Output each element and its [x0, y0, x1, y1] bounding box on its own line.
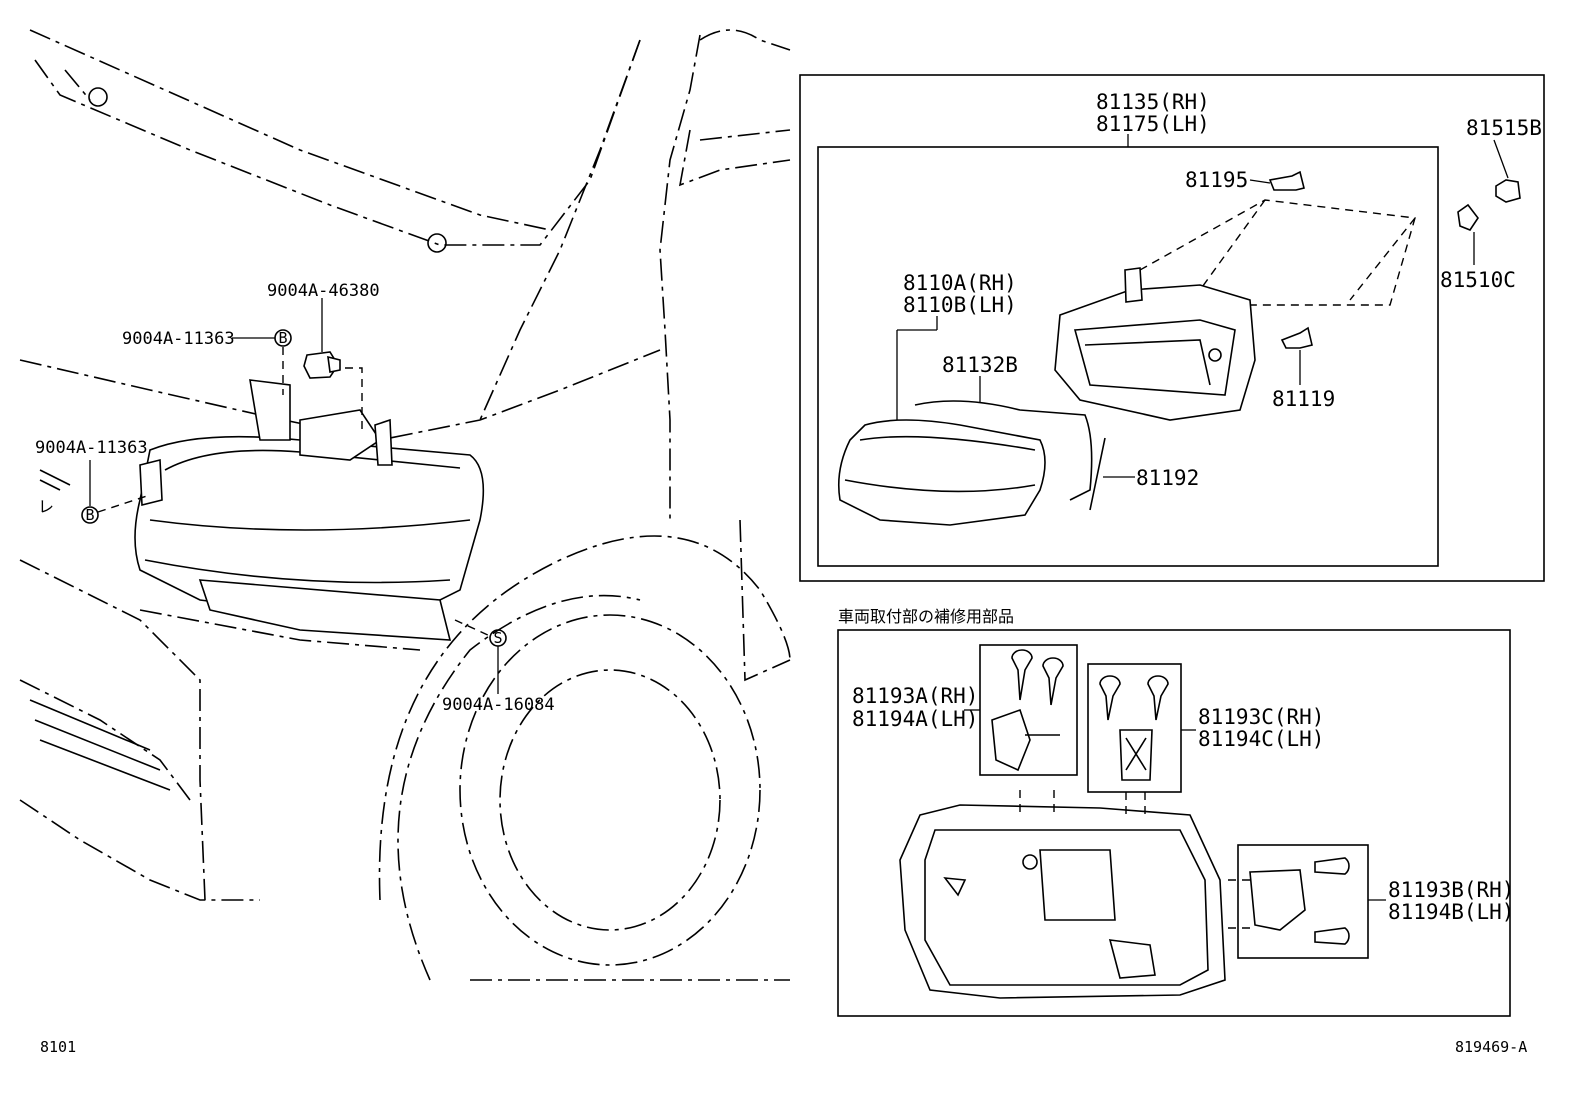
repair-group-c-box: [1087, 663, 1182, 793]
label-repair-b-rh: 81193B(RH): [1388, 878, 1514, 902]
label-bolt-16084: 9004A-16084: [442, 695, 555, 715]
exploded-view-frame: [799, 74, 1545, 582]
svg-text:レ: レ: [38, 497, 54, 516]
label-repair-c-lh: 81194C(LH): [1198, 727, 1324, 751]
label-screw-11363-top: 9004A-11363: [122, 329, 235, 349]
clip-46380: [303, 298, 363, 430]
label-clip-46380: 9004A-46380: [267, 281, 380, 301]
socket-81515b-icon: [1495, 179, 1521, 203]
marker-b-left: B: [85, 506, 94, 524]
marker-b-left-icon: [81, 506, 99, 524]
label-socket-81515b: 81515B: [1466, 116, 1542, 140]
label-bulb-81510c: 81510C: [1440, 268, 1516, 292]
page-code: 8101: [40, 1038, 76, 1056]
vehicle-body-outline: レ: [19, 29, 791, 981]
label-repair-a-rh: 81193A(RH): [852, 684, 978, 708]
repair-group-a-parts: [991, 649, 1064, 772]
repair-parts-title: 車両取付部の補修用部品: [838, 607, 1014, 626]
label-repair-a-lh: 81194A(LH): [852, 707, 978, 731]
label-screw-81195: 81195: [1185, 168, 1248, 192]
label-screw-81119: 81119: [1272, 387, 1335, 411]
housing-rear-view: [899, 804, 1226, 999]
marker-b-top-icon: [274, 329, 292, 347]
marker-s: S: [493, 629, 502, 647]
label-gasket-81132b: 81132B: [942, 353, 1018, 377]
label-screw-11363-left: 9004A-11363: [35, 438, 148, 458]
diagram-id: 819469-A: [1455, 1038, 1527, 1056]
label-repair-b-lh: 81194B(LH): [1388, 900, 1514, 924]
headlamp-assembly-installed: [134, 379, 485, 641]
repair-group-b-box: [1237, 844, 1369, 959]
bulb-81510c-icon: [1457, 203, 1479, 231]
gasket-81132b-icon: [914, 400, 1093, 501]
label-assy-lh: 81175(LH): [1096, 112, 1210, 136]
label-lens-lh: 8110B(LH): [903, 293, 1017, 317]
headlamp-housing: [1054, 267, 1256, 421]
label-lens-rh: 8110A(RH): [903, 271, 1017, 295]
marker-b-top: B: [278, 329, 287, 347]
screw-81119-icon: [1280, 326, 1313, 349]
seal-81192-icon: [1089, 437, 1106, 511]
repair-group-b-parts: [1228, 857, 1350, 945]
label-assy-rh: 81135(RH): [1096, 90, 1210, 114]
label-seal-81192: 81192: [1136, 466, 1199, 490]
screw-81195-icon: [1268, 170, 1305, 191]
repair-parts-frame: [837, 629, 1511, 1017]
repair-group-c-parts: [1099, 675, 1169, 781]
label-repair-c-rh: 81193C(RH): [1198, 705, 1324, 729]
headlamp-lens: [837, 419, 1046, 526]
